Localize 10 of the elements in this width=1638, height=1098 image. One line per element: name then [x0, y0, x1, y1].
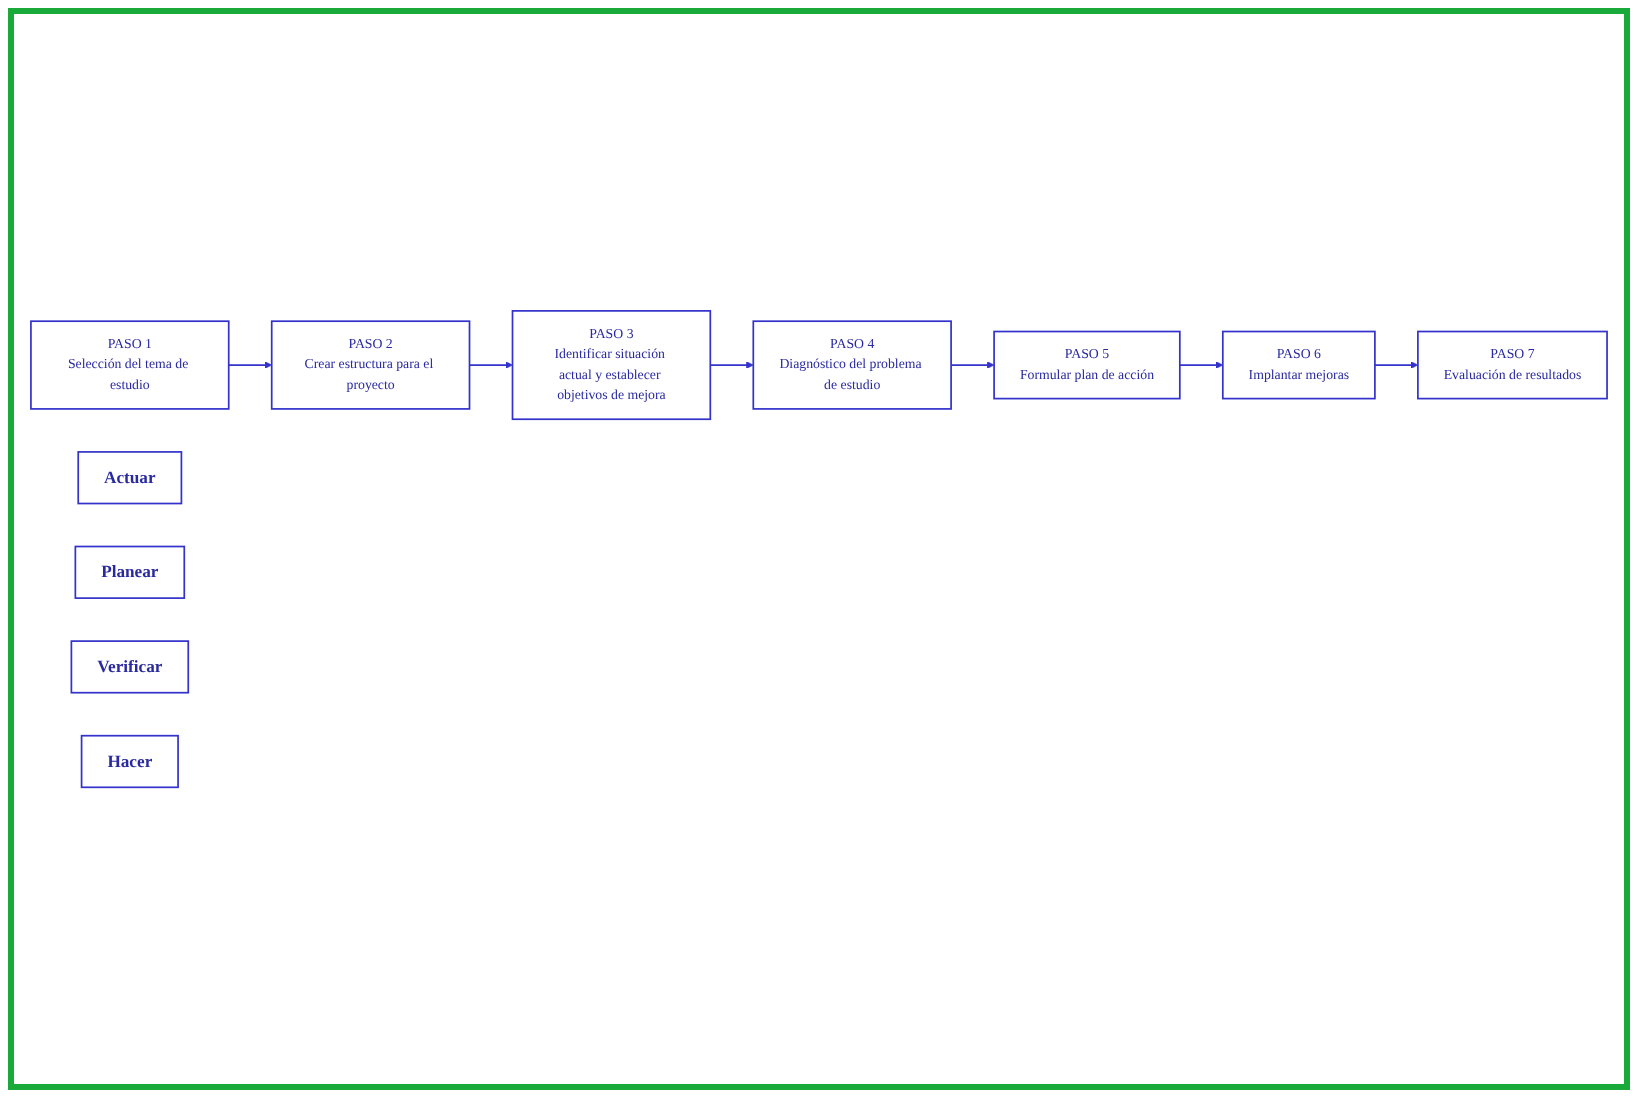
node-box: Verificar: [70, 640, 190, 694]
node-box: Planear: [74, 545, 186, 599]
arrow: [227, 361, 273, 369]
arrow: [709, 361, 754, 369]
node-box: Actuar: [77, 450, 183, 505]
arrow: [468, 361, 513, 369]
arrow: [1178, 361, 1224, 369]
arrow: [950, 361, 995, 369]
node-box: Hacer: [80, 734, 179, 789]
arrow: [1374, 361, 1419, 369]
